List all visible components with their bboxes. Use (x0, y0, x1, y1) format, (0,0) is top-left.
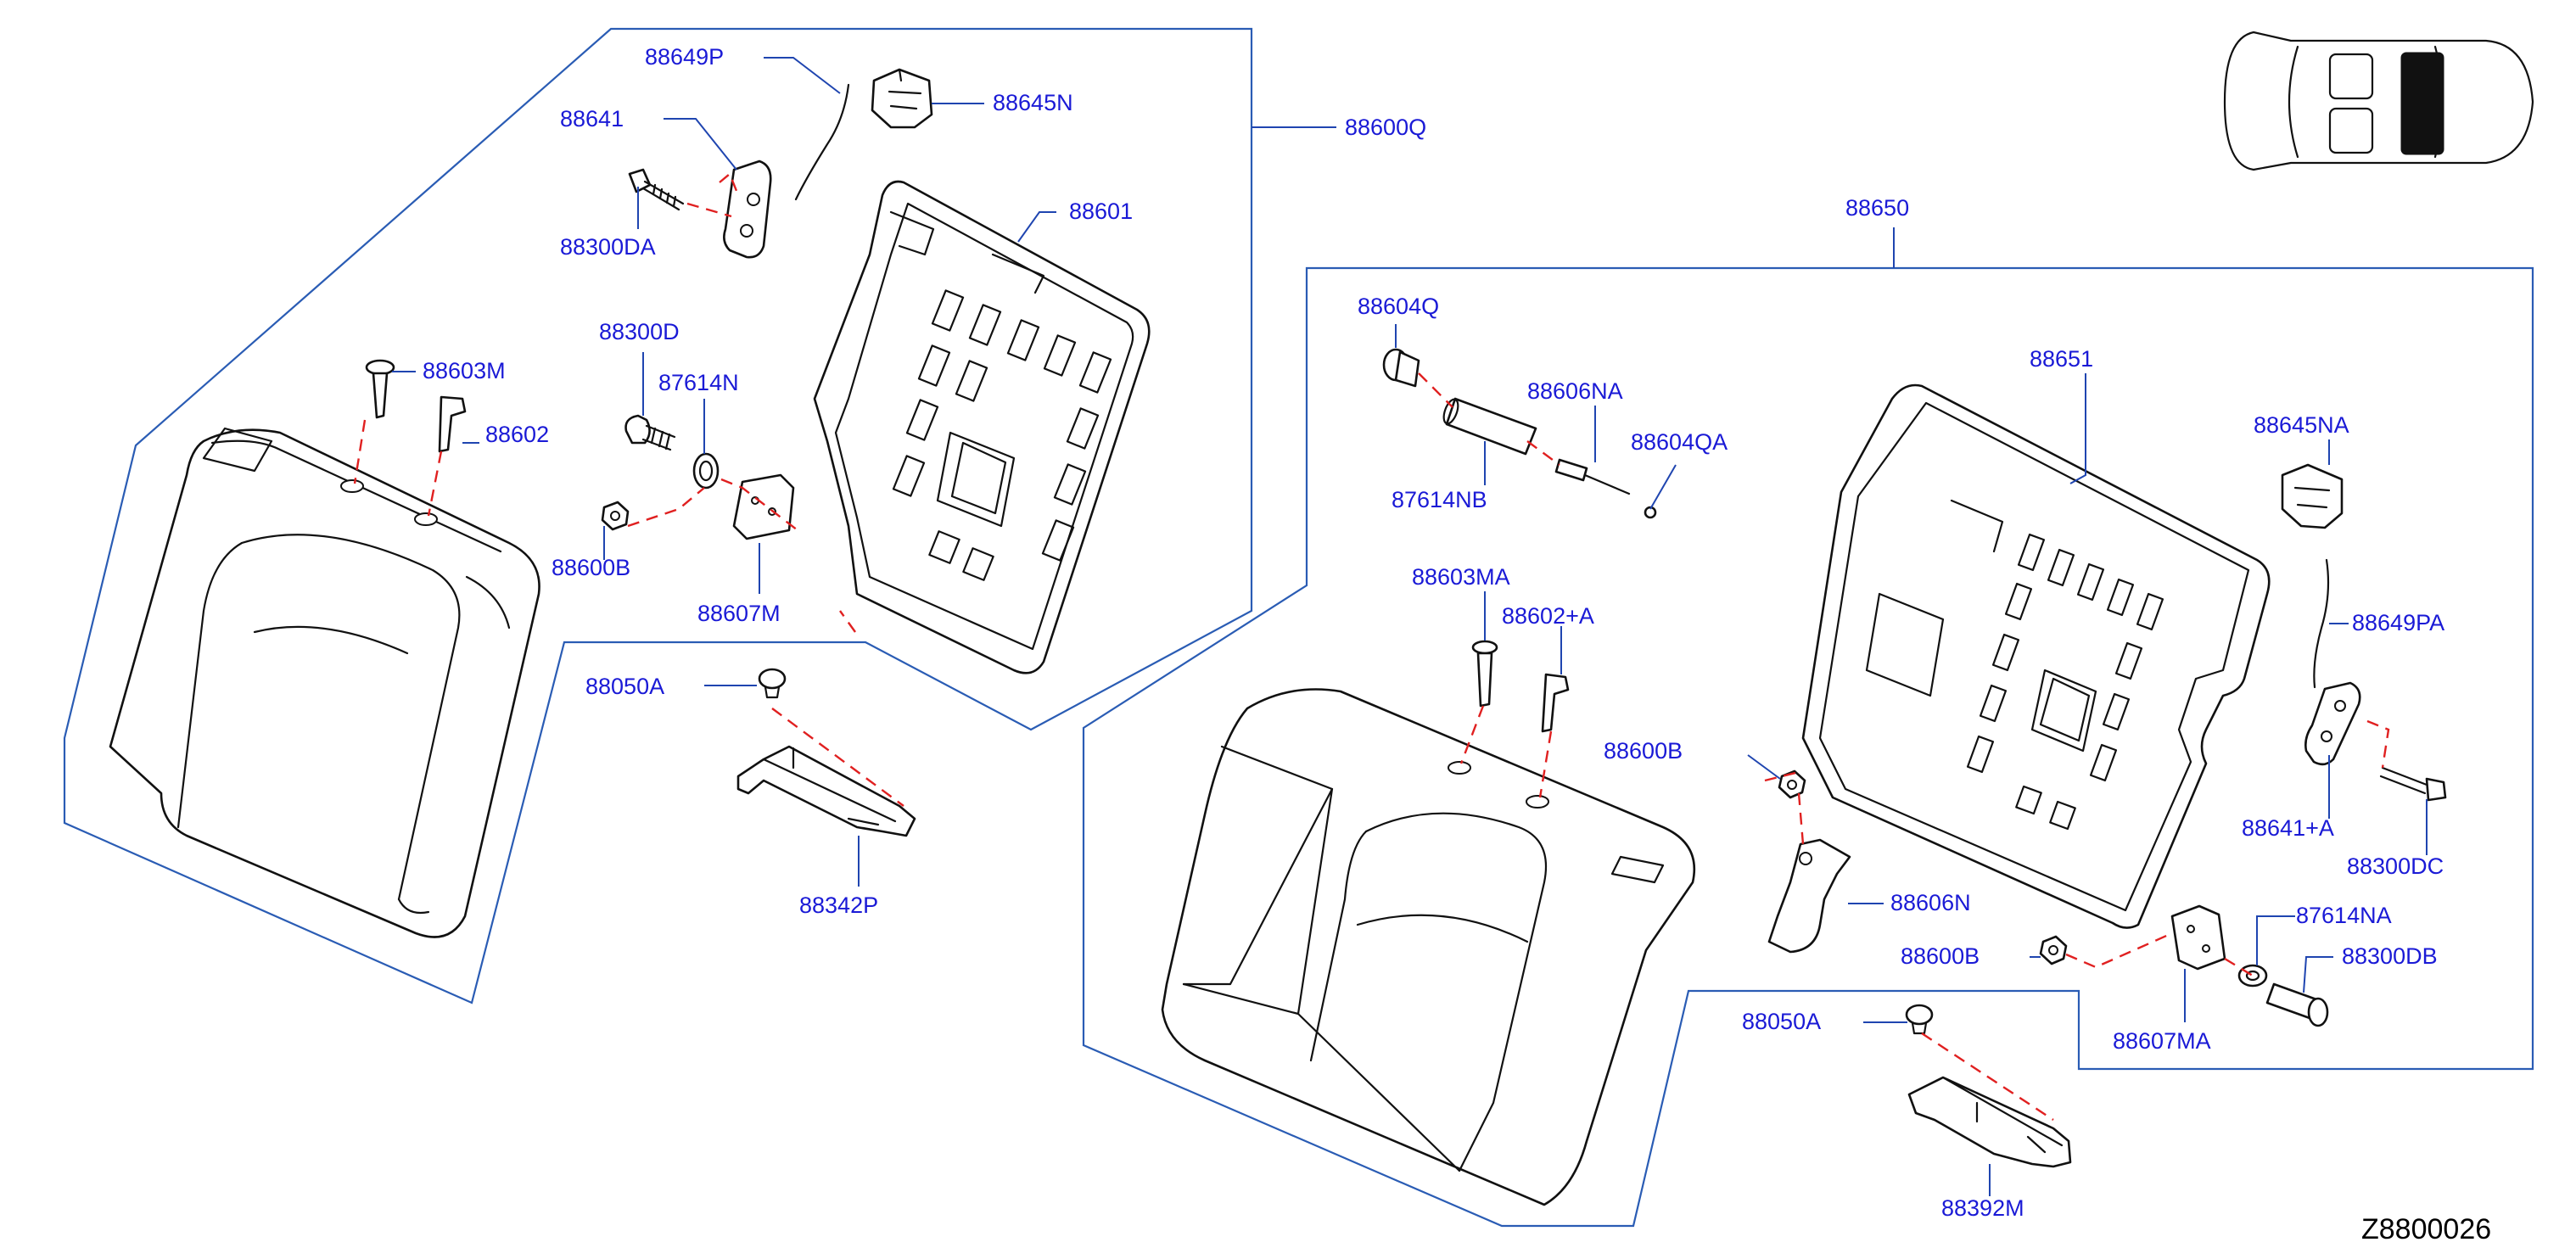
bracket-88607MA (2170, 904, 2226, 971)
label-88641A[interactable]: 88641+A (2242, 815, 2334, 841)
label-88300DC[interactable]: 88300DC (2347, 853, 2444, 879)
label-88300DB[interactable]: 88300DB (2342, 943, 2438, 969)
clip-88050A-left (758, 668, 787, 699)
diagram-code: Z8800026 (2361, 1213, 2491, 1245)
label-88604QA[interactable]: 88604QA (1631, 429, 1728, 455)
label-88649P[interactable]: 88649P (645, 44, 724, 70)
label-88300D[interactable]: 88300D (599, 319, 680, 344)
shaft-88604QA (1554, 458, 1657, 519)
guide-88602A (1541, 673, 1570, 733)
group-outline-88650 (1082, 266, 2534, 1228)
wire-88649PA (2313, 558, 2330, 689)
tube-88606NA (1442, 397, 1537, 456)
bolt-88300DA (628, 168, 685, 211)
label-88604Q[interactable]: 88604Q (1358, 294, 1439, 319)
label-88645NA[interactable]: 88645NA (2254, 412, 2349, 438)
label-88602[interactable]: 88602 (485, 422, 549, 447)
label-88649PA[interactable]: 88649PA (2352, 610, 2444, 635)
label-88607M[interactable]: 88607M (697, 601, 781, 626)
pin-88603MA (1471, 640, 1498, 708)
bolt-88300DC (2379, 766, 2447, 802)
latch-88645NA (2281, 463, 2344, 529)
group-outline-88600Q (63, 27, 1253, 1004)
label-88602A[interactable]: 88602+A (1502, 603, 1594, 629)
label-88600B-right[interactable]: 88600B (1901, 943, 1980, 969)
nut-88600B-mid (1778, 769, 1806, 799)
label-87614NB[interactable]: 87614NB (1392, 487, 1487, 512)
label-88606NA[interactable]: 88606NA (1527, 378, 1623, 404)
assembly-axes (353, 172, 2390, 1122)
sleeve-88604Q (1382, 348, 1420, 388)
label-87614N[interactable]: 87614N (658, 370, 739, 395)
vehicle-seat-locator-icon (2223, 31, 2534, 171)
leader-lines (392, 57, 2428, 1196)
label-87614NA[interactable]: 87614NA (2296, 903, 2392, 928)
bracket-88607M (732, 473, 795, 540)
label-88641[interactable]: 88641 (560, 106, 624, 131)
label-88050A-left[interactable]: 88050A (585, 674, 664, 699)
nut-88600B-right (2039, 935, 2068, 965)
label-88603MA[interactable]: 88603MA (1412, 564, 1510, 590)
clip-88050A-right (1905, 1004, 1934, 1035)
bolt-88300D (624, 414, 676, 451)
label-88601[interactable]: 88601 (1069, 199, 1133, 224)
label-88651[interactable]: 88651 (2030, 346, 2093, 372)
bushing-87614N (692, 452, 720, 490)
right-seatback-pad (1161, 688, 1696, 1206)
bushing-87614NA (2237, 964, 2268, 988)
left-seatback-pad (109, 427, 540, 938)
guide-88602 (438, 395, 467, 453)
label-88650[interactable]: 88650 (1845, 195, 1909, 221)
bracket-88342P (736, 745, 916, 837)
label-88603M[interactable]: 88603M (423, 358, 506, 383)
label-88600Q[interactable]: 88600Q (1345, 115, 1426, 140)
label-88342P[interactable]: 88342P (799, 892, 878, 918)
part-labels: 88649P 88645N 88600Q 88641 88300DA 88601… (423, 44, 2444, 1221)
bracket-88606N (1767, 838, 1851, 954)
label-88050A-right[interactable]: 88050A (1742, 1009, 1821, 1034)
hinge-88641A (2304, 681, 2361, 766)
right-seatback-frame (1801, 383, 2271, 929)
label-88607MA[interactable]: 88607MA (2113, 1028, 2211, 1054)
label-88300DA[interactable]: 88300DA (560, 234, 656, 260)
bracket-88392M (1907, 1076, 2072, 1168)
hinge-88641 (723, 159, 772, 259)
nut-88600B-left (601, 501, 630, 531)
latch-88645N (871, 68, 933, 129)
label-88606N[interactable]: 88606N (1890, 890, 1971, 915)
left-seatback-frame (813, 180, 1151, 674)
label-88645N[interactable]: 88645N (993, 90, 1073, 115)
label-88600B-mid[interactable]: 88600B (1604, 738, 1683, 764)
label-88600B-left[interactable]: 88600B (552, 555, 630, 580)
bolt-88300DB (2265, 982, 2329, 1027)
label-88392M[interactable]: 88392M (1941, 1195, 2024, 1221)
wire-88649P (794, 83, 850, 201)
pin-88603M (365, 359, 395, 419)
